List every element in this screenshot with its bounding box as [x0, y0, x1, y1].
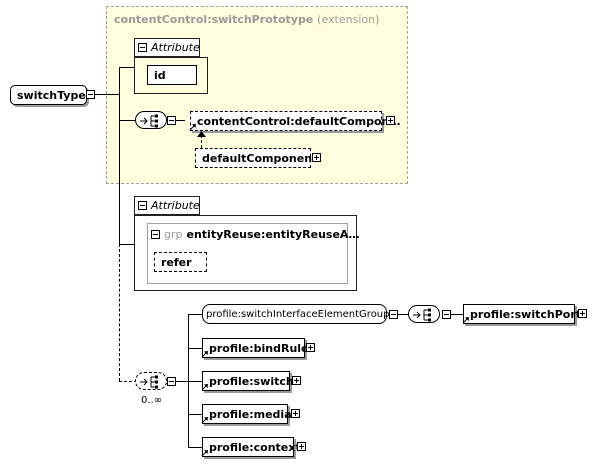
group-prefix: grp: [164, 227, 183, 241]
element-profile-switchport[interactable]: profile:switchPort: [463, 304, 581, 324]
attribute-frame: [134, 215, 357, 291]
reference-arrow-icon: [201, 384, 208, 391]
collapse-icon[interactable]: [138, 43, 147, 52]
extension-attribute-tab[interactable]: Attribute: [134, 38, 200, 57]
expand-icon[interactable]: [578, 309, 587, 318]
connector: [451, 314, 463, 315]
element-label: profile:switch: [209, 374, 294, 388]
attribute-tab-title: Attribute: [151, 41, 200, 54]
element-defaultcomponent[interactable]: defaultComponent: [195, 148, 317, 168]
attribute-id[interactable]: id: [147, 65, 197, 85]
root-element-switchtype[interactable]: switchType: [10, 85, 87, 105]
attribute-tab[interactable]: Attribute: [134, 196, 200, 215]
expand-icon[interactable]: [306, 343, 315, 352]
element-profile-switch[interactable]: profile:switch: [202, 371, 294, 391]
extension-suffix: (extension): [317, 13, 380, 26]
element-profile-media[interactable]: profile:media: [202, 404, 292, 424]
attribute-id-label: id: [154, 68, 166, 82]
connector: [119, 244, 134, 245]
element-label: profile:context: [209, 440, 301, 454]
element-label: profile:bindRule: [209, 341, 309, 355]
substitution-arrow-icon: [197, 131, 206, 137]
expand-icon[interactable]: [291, 409, 300, 418]
element-profile-bindrule[interactable]: profile:bindRule: [202, 338, 309, 358]
connector: [176, 381, 188, 382]
group-name: entityReuse:entityReuseA…: [186, 227, 360, 241]
collapse-icon[interactable]: [389, 310, 398, 319]
connector: [188, 414, 202, 415]
extension-title: contentControl:switchPrototype (extensio…: [114, 13, 379, 26]
attribute-group-header[interactable]: grp entityReuse:entityReuseA…: [151, 227, 359, 241]
root-element-label: switchType: [17, 88, 86, 102]
sequence-collapse-icon[interactable]: [167, 116, 176, 125]
connector: [188, 314, 189, 447]
extension-name: contentControl:switchPrototype: [114, 13, 314, 26]
reference-arrow-icon: [189, 124, 196, 131]
attribute-refer-label: refer: [161, 255, 192, 269]
connector: [188, 348, 202, 349]
attribute-tab-title: Attribute: [151, 199, 200, 212]
root-collapse-icon[interactable]: [86, 90, 95, 99]
expand-icon[interactable]: [312, 153, 321, 162]
connector: [95, 94, 119, 95]
connector: [398, 314, 408, 315]
expand-icon[interactable]: [386, 116, 395, 125]
substitution-connector: [201, 135, 202, 148]
collapse-icon[interactable]: [442, 310, 451, 319]
extension-attribute-frame: [134, 57, 208, 94]
collapse-icon[interactable]: [138, 201, 147, 210]
connector: [119, 67, 134, 68]
element-label: profile:media: [209, 407, 292, 421]
group-ref-switchinterfaceelementgroup[interactable]: profile:switchInterfaceElementGroup: [202, 304, 390, 324]
optional-connector: [119, 381, 137, 382]
element-label: profile:switchPort: [470, 307, 582, 321]
connector: [119, 120, 135, 121]
element-profile-context[interactable]: profile:context: [202, 437, 301, 457]
element-label: contentControl:defaultCompon…: [197, 114, 401, 128]
connector: [188, 314, 202, 315]
expand-icon[interactable]: [292, 376, 301, 385]
reference-arrow-icon: [201, 417, 208, 424]
reference-arrow-icon: [462, 317, 469, 324]
optional-connector: [119, 244, 120, 381]
sequence-compositor-icon[interactable]: [135, 111, 167, 129]
reference-arrow-icon: [201, 351, 208, 358]
element-contentcontrol-defaultcomponent[interactable]: contentControl:defaultCompon…: [190, 111, 400, 131]
attribute-refer[interactable]: refer: [154, 252, 207, 272]
reference-arrow-icon: [201, 450, 208, 457]
element-label: defaultComponent: [202, 151, 318, 165]
sequence-compositor-icon[interactable]: [135, 372, 167, 390]
connector: [176, 120, 185, 121]
collapse-icon[interactable]: [151, 229, 160, 239]
connector: [188, 381, 202, 382]
sequence-collapse-icon[interactable]: [167, 377, 176, 386]
expand-icon[interactable]: [297, 442, 306, 451]
connector: [188, 447, 202, 448]
occurrence-label: 0..∞: [141, 395, 163, 406]
sequence-compositor-icon[interactable]: [408, 305, 440, 323]
group-ref-label: profile:switchInterfaceElementGroup: [206, 308, 390, 320]
connector: [119, 67, 120, 244]
